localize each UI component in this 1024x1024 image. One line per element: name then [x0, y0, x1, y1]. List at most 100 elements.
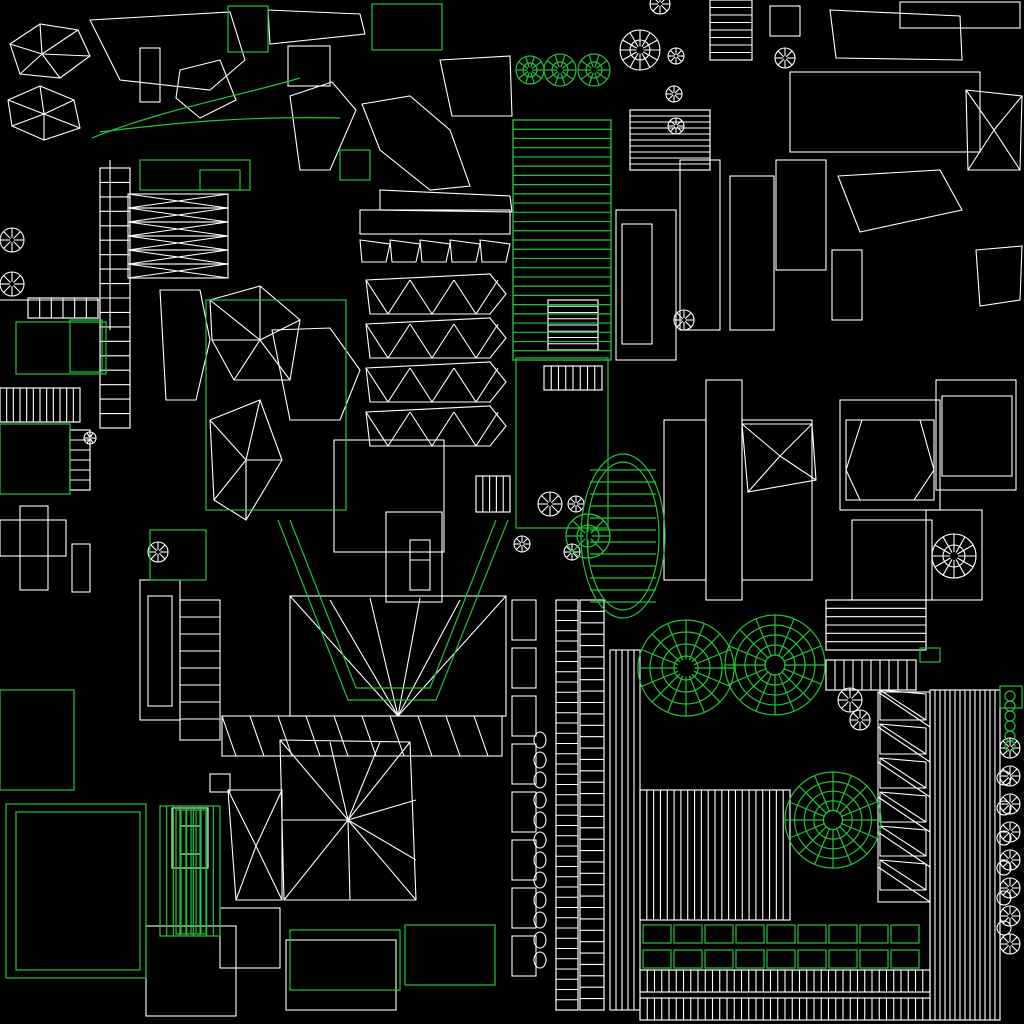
uv-edge — [347, 819, 417, 861]
uv-edge — [1010, 916, 1018, 924]
uv-edge — [572, 520, 586, 534]
uv-ring — [533, 851, 547, 869]
uv-island — [149, 529, 207, 581]
uv-island — [511, 887, 537, 929]
uv-edge — [90, 432, 94, 438]
uv-island — [271, 327, 361, 421]
uv-edge — [13, 285, 21, 293]
uv-edge — [595, 60, 608, 69]
uv-edge — [684, 312, 692, 320]
uv-edge — [572, 538, 586, 552]
uv-ring — [996, 860, 1012, 876]
uv-edge — [667, 87, 674, 94]
uv-island — [365, 361, 507, 403]
uv-edge — [347, 799, 417, 821]
uv-edge — [11, 113, 45, 127]
uv-edge — [629, 52, 639, 68]
uv-island — [219, 907, 281, 969]
uv-island — [899, 1, 1021, 29]
uv-ring — [533, 891, 547, 909]
uv-island — [941, 395, 1013, 477]
uv-island — [69, 319, 103, 373]
uv-edge — [852, 720, 860, 728]
uv-island — [209, 773, 231, 793]
uv-island — [975, 245, 1023, 307]
uv-edge — [942, 536, 953, 553]
uv-edge — [676, 56, 683, 63]
uv-edge — [739, 670, 770, 701]
uv-edge — [651, 633, 681, 663]
uv-edge — [361, 715, 377, 757]
uv-strip — [475, 475, 511, 513]
uv-edge — [127, 235, 229, 251]
uv-ring — [533, 771, 547, 789]
uv-edge — [572, 552, 579, 559]
uv-edge — [814, 827, 831, 865]
uv-island — [359, 209, 511, 235]
uv-strip — [890, 924, 920, 944]
uv-edge — [835, 827, 852, 865]
uv-ring — [533, 911, 547, 929]
uv-edge — [942, 559, 953, 576]
uv-edge — [150, 544, 158, 552]
uv-edge — [788, 822, 826, 839]
uv-edge — [841, 701, 849, 709]
uv-edge — [475, 279, 499, 315]
uv-edge — [934, 557, 951, 568]
uv-strip — [515, 357, 609, 529]
uv-ring — [533, 791, 547, 809]
uv-strip — [673, 924, 703, 944]
uv-island — [333, 439, 445, 553]
uv-edge — [688, 623, 705, 661]
uv-edge — [783, 645, 822, 663]
uv-strip — [890, 949, 920, 969]
uv-island — [511, 599, 537, 641]
uv-edge — [785, 58, 793, 66]
uv-island — [385, 511, 443, 603]
uv-edge — [9, 43, 43, 55]
uv-island — [289, 81, 357, 171]
uv-edge — [541, 505, 549, 513]
uv-island — [379, 189, 513, 213]
uv-edge — [3, 285, 11, 293]
uv-island — [839, 399, 941, 511]
uv-edge — [576, 497, 583, 504]
uv-edge — [1002, 804, 1010, 812]
uv-edge — [1002, 916, 1010, 924]
uv-ring — [533, 751, 547, 769]
uv-ring — [533, 831, 547, 849]
uv-edge — [965, 89, 995, 131]
uv-island — [389, 239, 421, 263]
uv-edge — [1010, 860, 1018, 868]
uv-edge — [877, 796, 931, 833]
uv-edge — [777, 618, 795, 657]
uv-edge — [622, 39, 638, 49]
uv-edge — [255, 789, 283, 847]
uv-edge — [409, 367, 433, 403]
uv-edge — [728, 645, 767, 663]
uv-island — [287, 45, 331, 87]
uv-island — [205, 299, 347, 511]
uv-island — [999, 685, 1023, 709]
uv-strip — [704, 924, 734, 944]
uv-edge — [3, 241, 11, 249]
uv-edge — [541, 495, 549, 503]
uv-edge — [387, 279, 411, 315]
uv-strip — [828, 949, 858, 969]
uv-edge — [409, 279, 433, 315]
uv-island — [831, 249, 863, 321]
uv-edge — [289, 519, 497, 689]
uv-edge — [594, 72, 600, 86]
uv-edge — [13, 241, 21, 249]
uv-edge — [879, 791, 927, 823]
uv-edge — [560, 54, 566, 68]
uv-edge — [877, 691, 931, 728]
uv-edge — [860, 720, 868, 728]
uv-island — [127, 263, 229, 279]
uv-edge — [1010, 936, 1018, 944]
uv-edge — [561, 60, 574, 69]
uv-edge — [594, 54, 600, 68]
uv-edge — [213, 459, 247, 501]
uv-edge — [798, 825, 828, 855]
uv-island — [339, 149, 371, 181]
